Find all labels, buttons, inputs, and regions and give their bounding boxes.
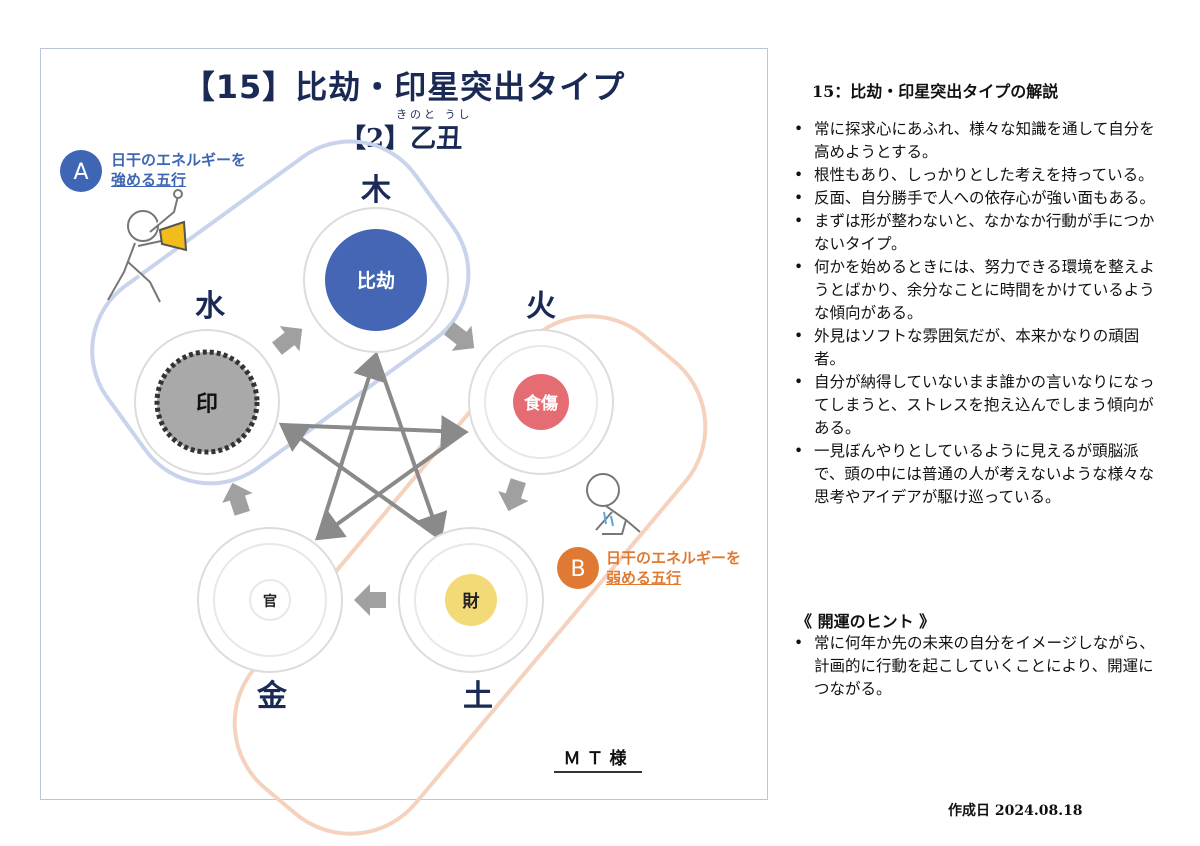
cheering-figure-icon xyxy=(107,189,188,303)
badge-a-letter: A xyxy=(73,160,88,185)
page-title: 【15】比劫・印星突出タイプ xyxy=(182,68,626,106)
list-item: 外見はソフトな雰囲気だが、本来かなりの頑固者。 xyxy=(790,325,1162,371)
sidebar-title: 15：比劫・印星突出タイプの解説 xyxy=(812,82,1059,101)
element-metal-label: 金 xyxy=(256,679,288,714)
node-metal: 官 金 xyxy=(197,527,343,714)
element-earth-label: 土 xyxy=(463,679,493,714)
list-item: 常に探求心にあふれ、様々な知識を通して自分を高めようとする。 xyxy=(790,118,1162,164)
badge-a-text: 日干のエネルギーを 強める五行 xyxy=(111,150,246,190)
created-date: 作成日 2024.08.18 xyxy=(948,803,1083,819)
list-item: まずは形が整わないと、なかなか行動が手につかないタイプ。 xyxy=(790,210,1162,256)
diagram-panel xyxy=(40,48,768,800)
description-list: 常に探求心にあふれ、様々な知識を通して自分を高めようとする。 根性もあり、しっか… xyxy=(790,118,1162,509)
arrow-earth-to-metal xyxy=(354,584,386,616)
badge-b-circle xyxy=(557,547,599,589)
arrow-fire-to-earth xyxy=(498,478,529,512)
arrow-metal-to-water xyxy=(222,482,253,516)
badge-b-line1: 日干のエネルギーを xyxy=(606,549,742,567)
arrow-water-to-wood xyxy=(272,326,303,355)
node-earth: 財 土 xyxy=(398,527,544,714)
group-b-outline xyxy=(232,314,708,836)
element-water-label: 水 xyxy=(195,289,226,324)
list-item: 自分が納得していないまま誰かの言いなりになってしまうと、ストレスを抱え込んでしま… xyxy=(790,371,1162,440)
node-fire: 食傷 火 xyxy=(468,289,614,475)
node-water: 印 水 xyxy=(134,289,280,475)
list-item: 一見ぼんやりとしているように見えるが頭脳派で、頭の中には普通の人が考えないような… xyxy=(790,440,1162,509)
kneeling-figure-icon xyxy=(586,473,641,535)
cycle-arrows xyxy=(222,322,529,616)
subtitle-ruby: きのと うし xyxy=(396,108,473,121)
star-metal-label: 官 xyxy=(263,593,277,610)
badge-b-line2: 弱める五行 xyxy=(606,569,682,587)
badge-a-line2: 強める五行 xyxy=(111,171,187,189)
page-subtitle: 【2】乙丑 xyxy=(340,124,463,154)
client-name: ＭＴ様 xyxy=(554,744,642,773)
list-item: 反面、自分勝手で人への依存心が強い面もある。 xyxy=(790,187,1162,210)
hint-title: 《 開運のヒント 》 xyxy=(796,612,936,631)
star-wood-label: 比劫 xyxy=(357,269,395,292)
group-a-outline xyxy=(90,139,471,486)
star-earth-label: 財 xyxy=(462,591,480,612)
star-fire-label: 食傷 xyxy=(524,393,558,414)
element-wood-label: 木 xyxy=(360,173,391,208)
node-wood: 比劫 木 xyxy=(303,173,449,353)
pentagram-arrows xyxy=(278,351,469,542)
badge-b-text: 日干のエネルギーを 弱める五行 xyxy=(606,548,741,588)
list-item: 常に何年か先の未来の自分をイメージしながら、計画的に行動を起こしていくことにより… xyxy=(790,632,1162,701)
badge-b-letter: B xyxy=(570,557,585,582)
badge-a-circle xyxy=(60,150,102,192)
hint-list: 常に何年か先の未来の自分をイメージしながら、計画的に行動を起こしていくことにより… xyxy=(790,632,1162,701)
element-fire-label: 火 xyxy=(526,289,556,324)
badge-a-line1: 日干のエネルギーを xyxy=(111,151,247,169)
star-water-label: 印 xyxy=(196,392,218,417)
five-elements-diagram: 比劫 木 食傷 火 財 土 官 金 印 水 A B xyxy=(60,139,708,836)
arrow-wood-to-fire xyxy=(444,322,475,351)
list-item: 何かを始めるときには、努力できる環境を整えようとばかり、余分なことに時間をかけて… xyxy=(790,256,1162,325)
list-item: 根性もあり、しっかりとした考えを持っている。 xyxy=(790,164,1162,187)
